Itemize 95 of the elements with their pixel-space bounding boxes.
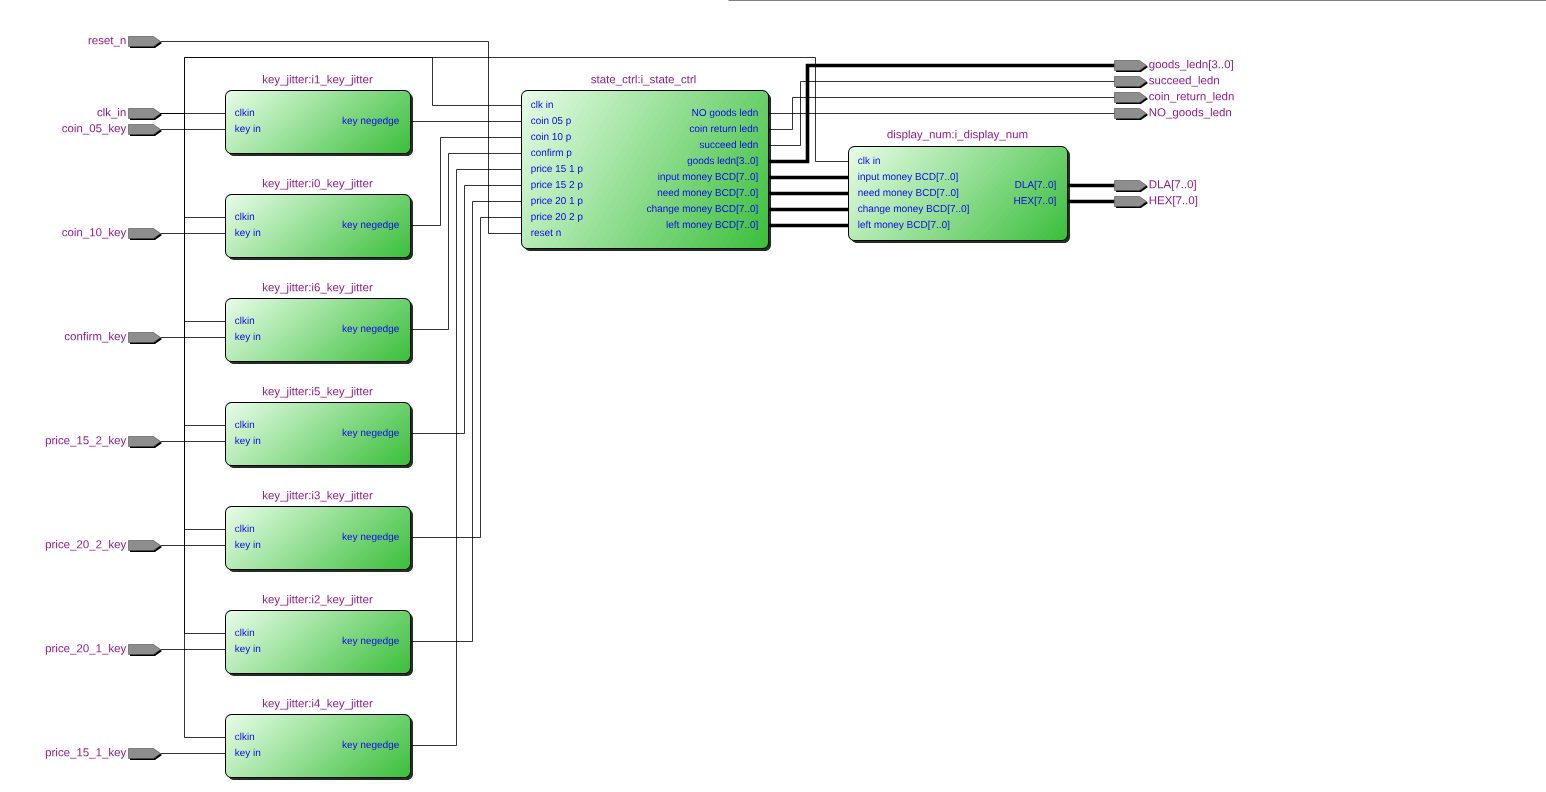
port-label: clkin xyxy=(235,108,255,117)
port-label: input money BCD[7..0] xyxy=(858,172,958,183)
module-title: key_jitter:i1_key_jitter xyxy=(263,74,373,86)
port-label: key negedge xyxy=(342,324,399,335)
port-label: clk in xyxy=(531,100,553,109)
pin-label: HEX[7..0] xyxy=(1149,195,1198,207)
port-label: key negedge xyxy=(342,532,399,543)
bus-wire xyxy=(1068,183,1115,188)
port-label: clkin xyxy=(235,628,255,637)
pin-label: price_15_2_key xyxy=(45,435,127,447)
pin-label: price_20_2_key xyxy=(45,539,127,551)
wire xyxy=(160,233,226,234)
pin-label: NO_goods_ledn xyxy=(1149,107,1232,119)
port-label: key in xyxy=(235,436,261,447)
pin-label: coin_return_ledn xyxy=(1149,91,1234,103)
module-title: key_jitter:i5_key_jitter xyxy=(263,386,373,398)
port-label: key in xyxy=(235,644,261,655)
wire xyxy=(768,81,1115,146)
module-title: key_jitter:i6_key_jitter xyxy=(263,282,373,294)
port-label: clk in xyxy=(858,156,880,165)
wire xyxy=(160,441,226,442)
module-title: display_num:i_display_num xyxy=(887,129,1028,141)
pin-label: confirm_key xyxy=(64,331,127,343)
wire xyxy=(160,545,226,546)
pin-label: goods_ledn[3..0] xyxy=(1149,59,1233,71)
port-label: key negedge xyxy=(342,428,399,439)
wire xyxy=(160,753,226,754)
port-label: price 15 1 p xyxy=(531,164,583,175)
port-label: confirm p xyxy=(531,148,572,159)
wire xyxy=(410,201,522,642)
wire xyxy=(410,121,522,122)
wire xyxy=(160,337,226,338)
bus-wire xyxy=(769,191,848,196)
port-label: key negedge xyxy=(342,220,399,231)
module-title: key_jitter:i3_key_jitter xyxy=(263,490,373,502)
port-label: key in xyxy=(235,124,261,135)
pin-label: price_20_1_key xyxy=(45,643,127,655)
pin-label: price_15_1_key xyxy=(45,747,127,759)
port-label: HEX[7..0] xyxy=(1014,196,1056,207)
port-label: key in xyxy=(235,228,261,239)
wire xyxy=(410,153,522,330)
port-label: coin return ledn xyxy=(689,124,758,133)
wire xyxy=(160,129,226,130)
wire xyxy=(160,57,849,162)
wire xyxy=(410,137,522,226)
port-label: coin 10 p xyxy=(531,132,571,143)
wire xyxy=(410,185,522,434)
port-label: clkin xyxy=(235,732,255,741)
port-label: left money BCD[7..0] xyxy=(858,220,950,231)
port-label: key negedge xyxy=(342,740,399,751)
port-label: key in xyxy=(235,332,261,343)
port-label: NO goods ledn xyxy=(692,108,758,119)
pin-label: succeed_ledn xyxy=(1149,75,1219,87)
pin-label: clk_in xyxy=(97,107,126,119)
port-label: DLA[7..0] xyxy=(1015,180,1056,191)
port-label: key in xyxy=(235,540,261,551)
port-label: clkin xyxy=(235,212,255,221)
bus-wire xyxy=(1068,199,1115,204)
port-label: coin 05 p xyxy=(531,116,571,127)
module-title: key_jitter:i0_key_jitter xyxy=(263,178,373,190)
bus-wire xyxy=(769,63,1115,164)
port-label: clkin xyxy=(235,316,255,325)
port-label: change money BCD[7..0] xyxy=(858,204,969,215)
wire xyxy=(160,649,226,650)
port-label: succeed ledn xyxy=(699,140,758,149)
port-label: goods ledn[3..0] xyxy=(687,156,758,167)
port-label: reset n xyxy=(531,229,561,237)
module-title: key_jitter:i2_key_jitter xyxy=(263,594,373,606)
pin-label: DLA[7..0] xyxy=(1149,179,1196,191)
port-label: need money BCD[7..0] xyxy=(858,188,959,199)
wire xyxy=(768,113,1115,114)
port-label: clkin xyxy=(235,420,255,429)
bus-wire xyxy=(769,207,848,212)
module-title: state_ctrl:i_state_ctrl xyxy=(591,74,696,86)
port-label: key negedge xyxy=(342,116,399,127)
pin-label: coin_05_key xyxy=(62,123,127,135)
port-label: key in xyxy=(235,748,261,759)
port-label: input money BCD[7..0] xyxy=(658,172,758,183)
port-label: key negedge xyxy=(342,636,399,647)
bus-wire xyxy=(769,223,848,228)
pin-label: coin_10_key xyxy=(62,227,127,239)
pin-label: reset_n xyxy=(88,36,126,47)
port-label: change money BCD[7..0] xyxy=(647,204,758,215)
port-label: price 15 2 p xyxy=(531,180,583,191)
port-label: price 20 1 p xyxy=(531,196,583,207)
wire xyxy=(768,97,1115,130)
port-label: need money BCD[7..0] xyxy=(657,188,758,199)
wire xyxy=(410,169,522,746)
port-label: clkin xyxy=(235,524,255,533)
port-label: price 20 2 p xyxy=(531,212,583,223)
module-title: key_jitter:i4_key_jitter xyxy=(263,698,373,710)
wire xyxy=(410,217,522,538)
wire xyxy=(160,41,522,234)
port-label: left money BCD[7..0] xyxy=(666,220,758,231)
bus-wire xyxy=(769,175,848,180)
